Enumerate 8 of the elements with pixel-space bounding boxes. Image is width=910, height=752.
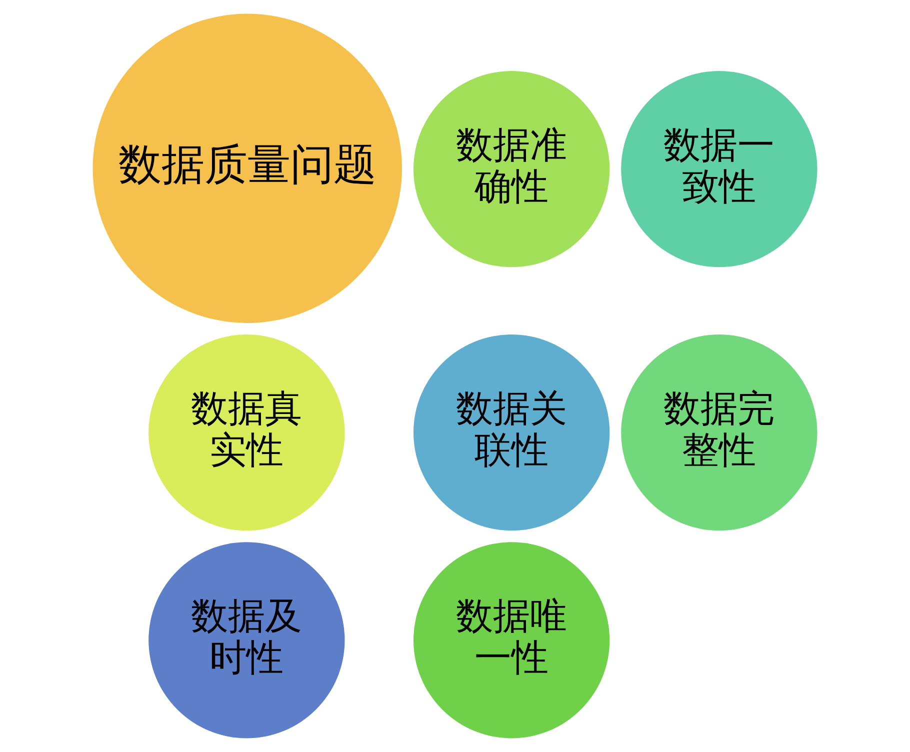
node-circle: 数据及时性 — [148, 542, 345, 738]
node-circle: 数据完整性 — [621, 334, 818, 531]
node-circle: 数据准确性 — [413, 71, 610, 268]
node-circle: 数据真实性 — [148, 334, 345, 531]
node-circle: 数据关联性 — [413, 334, 610, 531]
node-circle: 数据质量问题 — [92, 14, 402, 324]
node-circle: 数据一致性 — [621, 71, 818, 268]
node-circle: 数据唯一性 — [413, 542, 610, 738]
